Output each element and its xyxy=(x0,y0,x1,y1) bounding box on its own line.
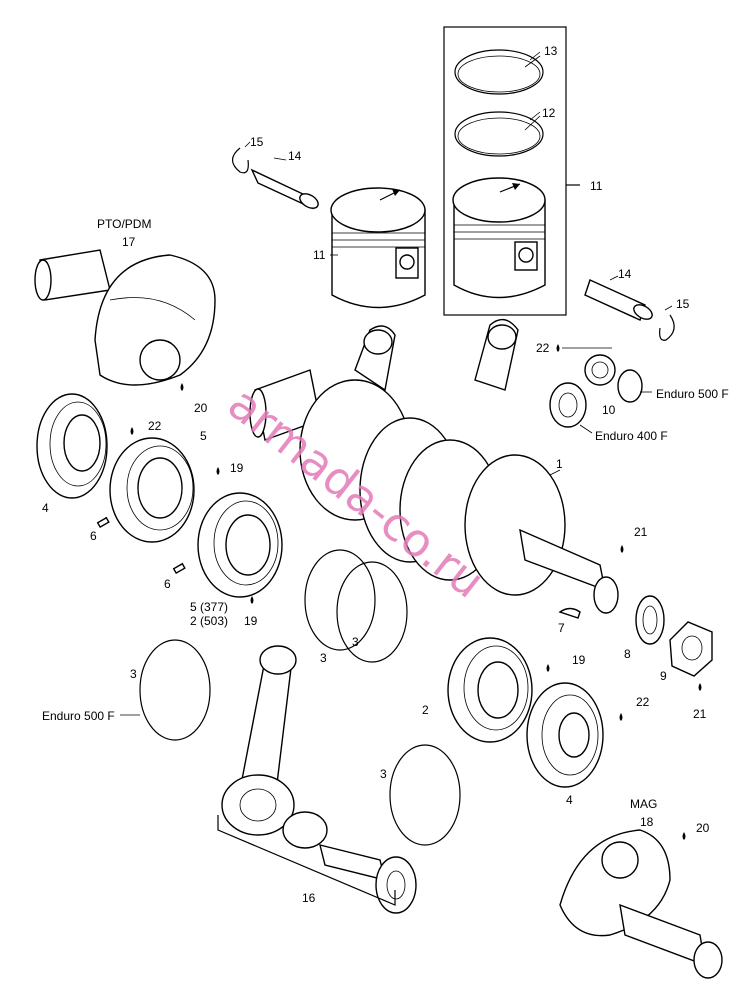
piston-kit-box xyxy=(443,26,567,316)
callout-18: 18 xyxy=(640,815,654,829)
needle-bearing-enduro400 xyxy=(549,382,587,428)
piston-left xyxy=(330,187,426,309)
callout-19-b: 19 xyxy=(244,614,258,628)
o-ring-3c xyxy=(139,639,211,741)
connecting-rod-kit xyxy=(221,645,417,914)
mag-crank-half xyxy=(559,829,723,979)
o-ring-3d xyxy=(389,744,461,846)
callout-3-b: 3 xyxy=(352,635,359,649)
callout-3-d: 3 xyxy=(380,767,387,781)
callout-21-top: 21 xyxy=(634,525,648,539)
woodruff-key-7 xyxy=(558,607,581,619)
callout-15-right: 15 xyxy=(676,297,690,311)
callout-3-c: 3 xyxy=(130,667,137,681)
callout-22-right: 22 xyxy=(636,695,650,709)
callout-20-bottom: 20 xyxy=(696,821,710,835)
callout-5-377: 5 (377) xyxy=(190,600,228,614)
callout-3-a: 3 xyxy=(320,651,327,665)
nut-9 xyxy=(669,621,713,677)
callout-12: 12 xyxy=(542,106,556,120)
dowel-6b xyxy=(172,562,186,575)
callout-6-b: 6 xyxy=(164,577,171,591)
callout-21-bottom: 21 xyxy=(693,707,707,721)
piston-pin-right xyxy=(584,279,653,321)
bearing-5-2 xyxy=(197,492,283,598)
piston-ring-12 xyxy=(454,111,544,157)
callout-4-left: 4 xyxy=(42,501,49,515)
dowel-6a xyxy=(96,516,110,529)
callout-11-left: 11 xyxy=(313,248,326,262)
callout-19-a: 19 xyxy=(230,461,244,475)
callout-22-left: 22 xyxy=(148,419,162,433)
callout-20-top: 20 xyxy=(194,401,208,415)
callout-1: 1 xyxy=(556,457,563,471)
o-ring-3b xyxy=(336,561,408,663)
callout-14-right: 14 xyxy=(618,267,632,281)
callout-6-a: 6 xyxy=(90,529,97,543)
circlip-left xyxy=(231,147,249,174)
callout-15-left: 15 xyxy=(250,135,264,149)
washer-8 xyxy=(635,595,665,645)
bearing-5 xyxy=(109,437,195,543)
seal-4-left xyxy=(36,393,108,499)
bearing-2 xyxy=(447,637,533,743)
piston-right xyxy=(452,177,546,299)
callout-14-left: 14 xyxy=(288,149,302,163)
o-ring-3a xyxy=(304,549,376,651)
callout-2: 2 xyxy=(422,703,429,717)
oil-drop-icons xyxy=(130,344,702,840)
circlip-right xyxy=(659,314,675,341)
label-pto: PTO/PDM xyxy=(97,217,151,231)
crankshaft-assembly xyxy=(249,318,619,614)
callout-19-c: 19 xyxy=(572,653,586,667)
label-enduro500-top: Enduro 500 F xyxy=(656,387,729,401)
piston-pin-left xyxy=(250,168,319,210)
callout-17: 17 xyxy=(122,235,136,249)
seal-4-right xyxy=(526,682,604,788)
callout-11-right: 11 xyxy=(590,179,603,193)
label-mag: MAG xyxy=(630,797,657,811)
callout-2-503: 2 (503) xyxy=(190,614,228,628)
callout-13: 13 xyxy=(544,44,558,58)
callout-5: 5 xyxy=(200,429,207,443)
leader-lines xyxy=(120,55,673,716)
callout-16: 16 xyxy=(302,891,316,905)
label-enduro400: Enduro 400 F xyxy=(595,429,668,443)
callout-7: 7 xyxy=(558,621,565,635)
needle-bearing-10 xyxy=(584,354,643,403)
pto-crank-half xyxy=(34,249,216,386)
callout-22-top: 22 xyxy=(536,341,550,355)
piston-ring-13 xyxy=(454,49,544,95)
callout-9: 9 xyxy=(660,669,667,683)
callout-8: 8 xyxy=(624,647,631,661)
label-enduro500-left: Enduro 500 F xyxy=(42,709,115,723)
callout-4-right: 4 xyxy=(566,793,573,807)
callout-10: 10 xyxy=(602,403,616,417)
